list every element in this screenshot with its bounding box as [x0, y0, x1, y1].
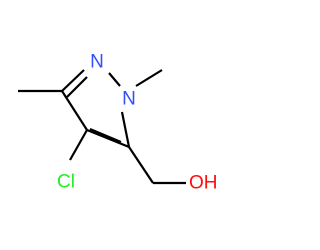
chlorine-label: Cl: [57, 172, 75, 193]
bond-n1-c5: [120, 111, 131, 148]
bond-c4-cl: [69, 129, 88, 161]
nitrogen-label-n2: N: [90, 52, 104, 73]
bond-c4-c3: [61, 90, 88, 131]
chemical-structure: N N Cl OH: [18, 52, 218, 194]
bond-n2-n1: [108, 72, 121, 87]
bond-n1-methyl: [135, 69, 163, 87]
bond-c3-n2: [61, 69, 85, 92]
bond-c5-c4: [86, 128, 130, 149]
bond-c3-n2-inner: [66, 76, 88, 98]
nitrogen-label-n1: N: [122, 89, 136, 110]
hydroxyl-label: OH: [189, 173, 218, 194]
bond-c5-ch2: [128, 146, 154, 184]
bond-c5-c4-inner: [89, 127, 122, 144]
